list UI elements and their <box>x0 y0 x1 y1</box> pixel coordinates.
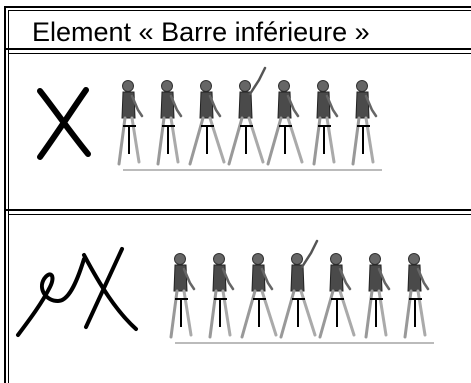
gymnast-figure <box>227 66 267 166</box>
gymnast-figure <box>156 80 183 166</box>
x-mark-icon <box>37 87 91 160</box>
row-divider <box>8 214 471 215</box>
gymnast-sequence-1 <box>117 66 382 171</box>
gymnast-figure <box>351 80 378 166</box>
gymnast-figure <box>169 253 196 339</box>
ex-mark-icon <box>16 247 138 337</box>
gymnast-figure <box>208 253 235 339</box>
table-border-outer <box>4 6 471 383</box>
row-2-illustration <box>16 239 434 344</box>
gymnast-figure <box>266 80 304 166</box>
gymnast-figure <box>403 253 430 339</box>
row-divider <box>8 53 471 54</box>
gymnast-figure <box>117 80 144 166</box>
gymnast-figure <box>279 239 319 339</box>
gymnast-sequence-2 <box>169 239 434 344</box>
gymnast-figure <box>188 80 226 166</box>
row-1-illustration <box>37 66 382 171</box>
table-border-inner <box>8 10 471 383</box>
gymnast-figure <box>364 253 391 339</box>
gymnast-figure <box>318 253 356 339</box>
element-title: Element « Barre inférieure » <box>32 17 370 47</box>
row-divider <box>4 48 471 50</box>
row-divider <box>4 209 471 211</box>
gymnast-figure <box>240 253 278 339</box>
gymnast-figure <box>312 80 339 166</box>
